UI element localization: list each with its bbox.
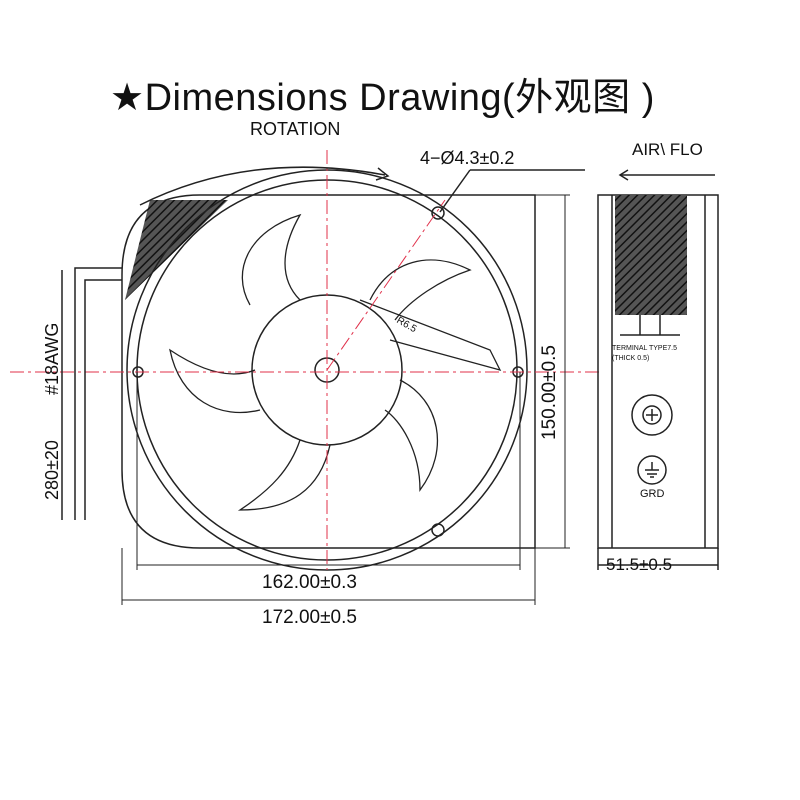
ground-icon xyxy=(637,455,667,485)
terminal-thick-label: (THICK 0.5) xyxy=(612,355,649,362)
terminal-plus xyxy=(631,394,673,436)
radius-label: R6.5 xyxy=(395,315,419,335)
air-flow-label: AIR\ FLO xyxy=(632,140,703,159)
mounting-holes-label: 4−Ø4.3±0.2 xyxy=(420,148,514,168)
rotation-arrow xyxy=(139,166,386,206)
inner-width-label: 162.00±0.3 xyxy=(262,572,357,593)
wire-length-label: 280±20 xyxy=(42,440,62,500)
dimension-lines xyxy=(121,194,570,605)
terminal-type-label: TERMINAL TYPE7.5 xyxy=(612,345,677,352)
terminal-hatch xyxy=(615,195,687,315)
side-view xyxy=(597,169,719,570)
outer-width-label: 172.00±0.5 xyxy=(262,607,357,628)
page-title: ★Dimensions Drawing(外观图 ) xyxy=(110,77,655,119)
front-view xyxy=(10,150,600,605)
wire xyxy=(74,267,122,520)
rotation-label: ROTATION xyxy=(250,119,340,139)
center-lines xyxy=(10,150,600,570)
wire-gauge-label: #18AWG xyxy=(42,323,62,395)
fan-blades xyxy=(169,213,502,511)
height-label: 150.00±0.5 xyxy=(539,345,560,440)
ground-label: GRD xyxy=(640,488,665,500)
depth-label: 51.5±0.5 xyxy=(606,555,672,574)
rotation-arrow-head xyxy=(375,167,390,181)
